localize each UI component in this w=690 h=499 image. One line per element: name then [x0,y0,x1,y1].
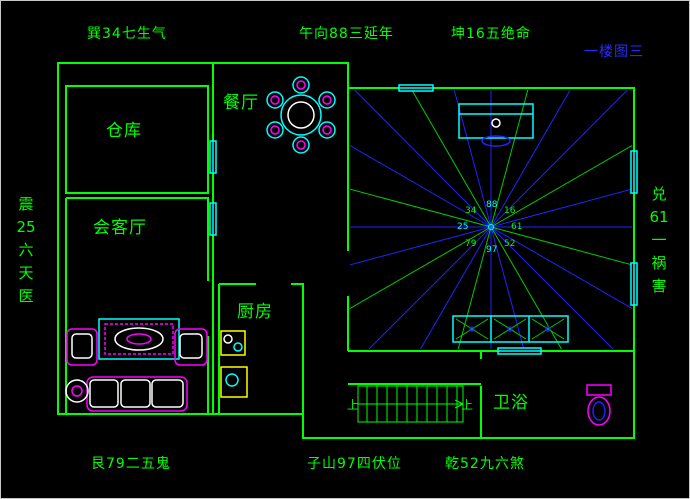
radial-compass-lines [350,90,632,349]
label-right-char: 祸 [651,254,667,272]
dining-table [266,76,336,154]
walls [57,62,635,439]
center-number: 88 [486,200,498,210]
center-number: 52 [504,239,516,249]
center-number: 25 [457,222,469,232]
label-right-char: 一 [651,231,667,249]
side-table [65,379,89,403]
window [209,202,217,236]
room-label-storage: 仓库 [106,121,142,141]
stove [220,330,246,356]
room-label-bath: 卫浴 [493,393,529,413]
label-right-char: 害 [651,277,667,295]
label-right-vertical: 兑 61 一 祸 害 [646,183,672,298]
window [630,150,638,194]
center-number: 97 [486,245,498,255]
label-top-right: 坤16五绝命 [451,26,531,42]
room-label-kitchen: 厨房 [237,302,273,322]
room-label-living: 会客厅 [93,218,147,238]
sofa [86,376,188,412]
label-left-char: 医 [18,287,34,305]
rug [98,318,180,360]
label-left-vertical: 震 25 六 天 医 [13,193,39,308]
storage-room-walls [65,85,209,194]
stairs-up-label-left: 上 [347,398,360,412]
armchair-left [66,328,98,366]
kitchen-walls [218,283,304,414]
room-label-dining: 餐厅 [223,93,259,113]
outer-wall [57,62,635,439]
stairs-up-label-right: 上 [461,398,474,412]
windows [209,84,638,355]
label-bottom-left: 艮79二五鬼 [91,456,171,472]
label-top-left: 巽34七生气 [87,26,167,42]
window [630,262,638,306]
armchair-right [174,328,208,366]
bigroom-sofa [452,315,569,343]
living-room-walls [65,197,209,415]
sink [220,366,248,398]
center-number: 79 [465,239,477,249]
stairs [357,385,464,423]
center-number: 34 [465,206,477,216]
label-left-char: 天 [18,264,34,282]
window [398,84,434,92]
window [209,140,217,174]
toilet [586,384,612,426]
center-number: 61 [511,222,523,232]
label-bottom-right: 乾52九六煞 [445,456,525,472]
window [497,347,542,355]
label-left-char: 六 [18,241,34,259]
label-right-char: 61 [649,208,669,226]
bigroom-desk [458,103,534,147]
living-room-furniture [65,318,208,412]
label-bottom-center: 子山97四伏位 [307,456,402,472]
label-right-char: 兑 [651,185,667,203]
label-top-center: 午向88三延年 [299,26,394,42]
label-left-char: 震 [18,195,34,213]
center-number: 16 [504,206,516,216]
kitchen-appliances [220,330,248,398]
label-left-char: 25 [16,218,36,236]
drawing-title: 一楼图三 [584,44,644,60]
